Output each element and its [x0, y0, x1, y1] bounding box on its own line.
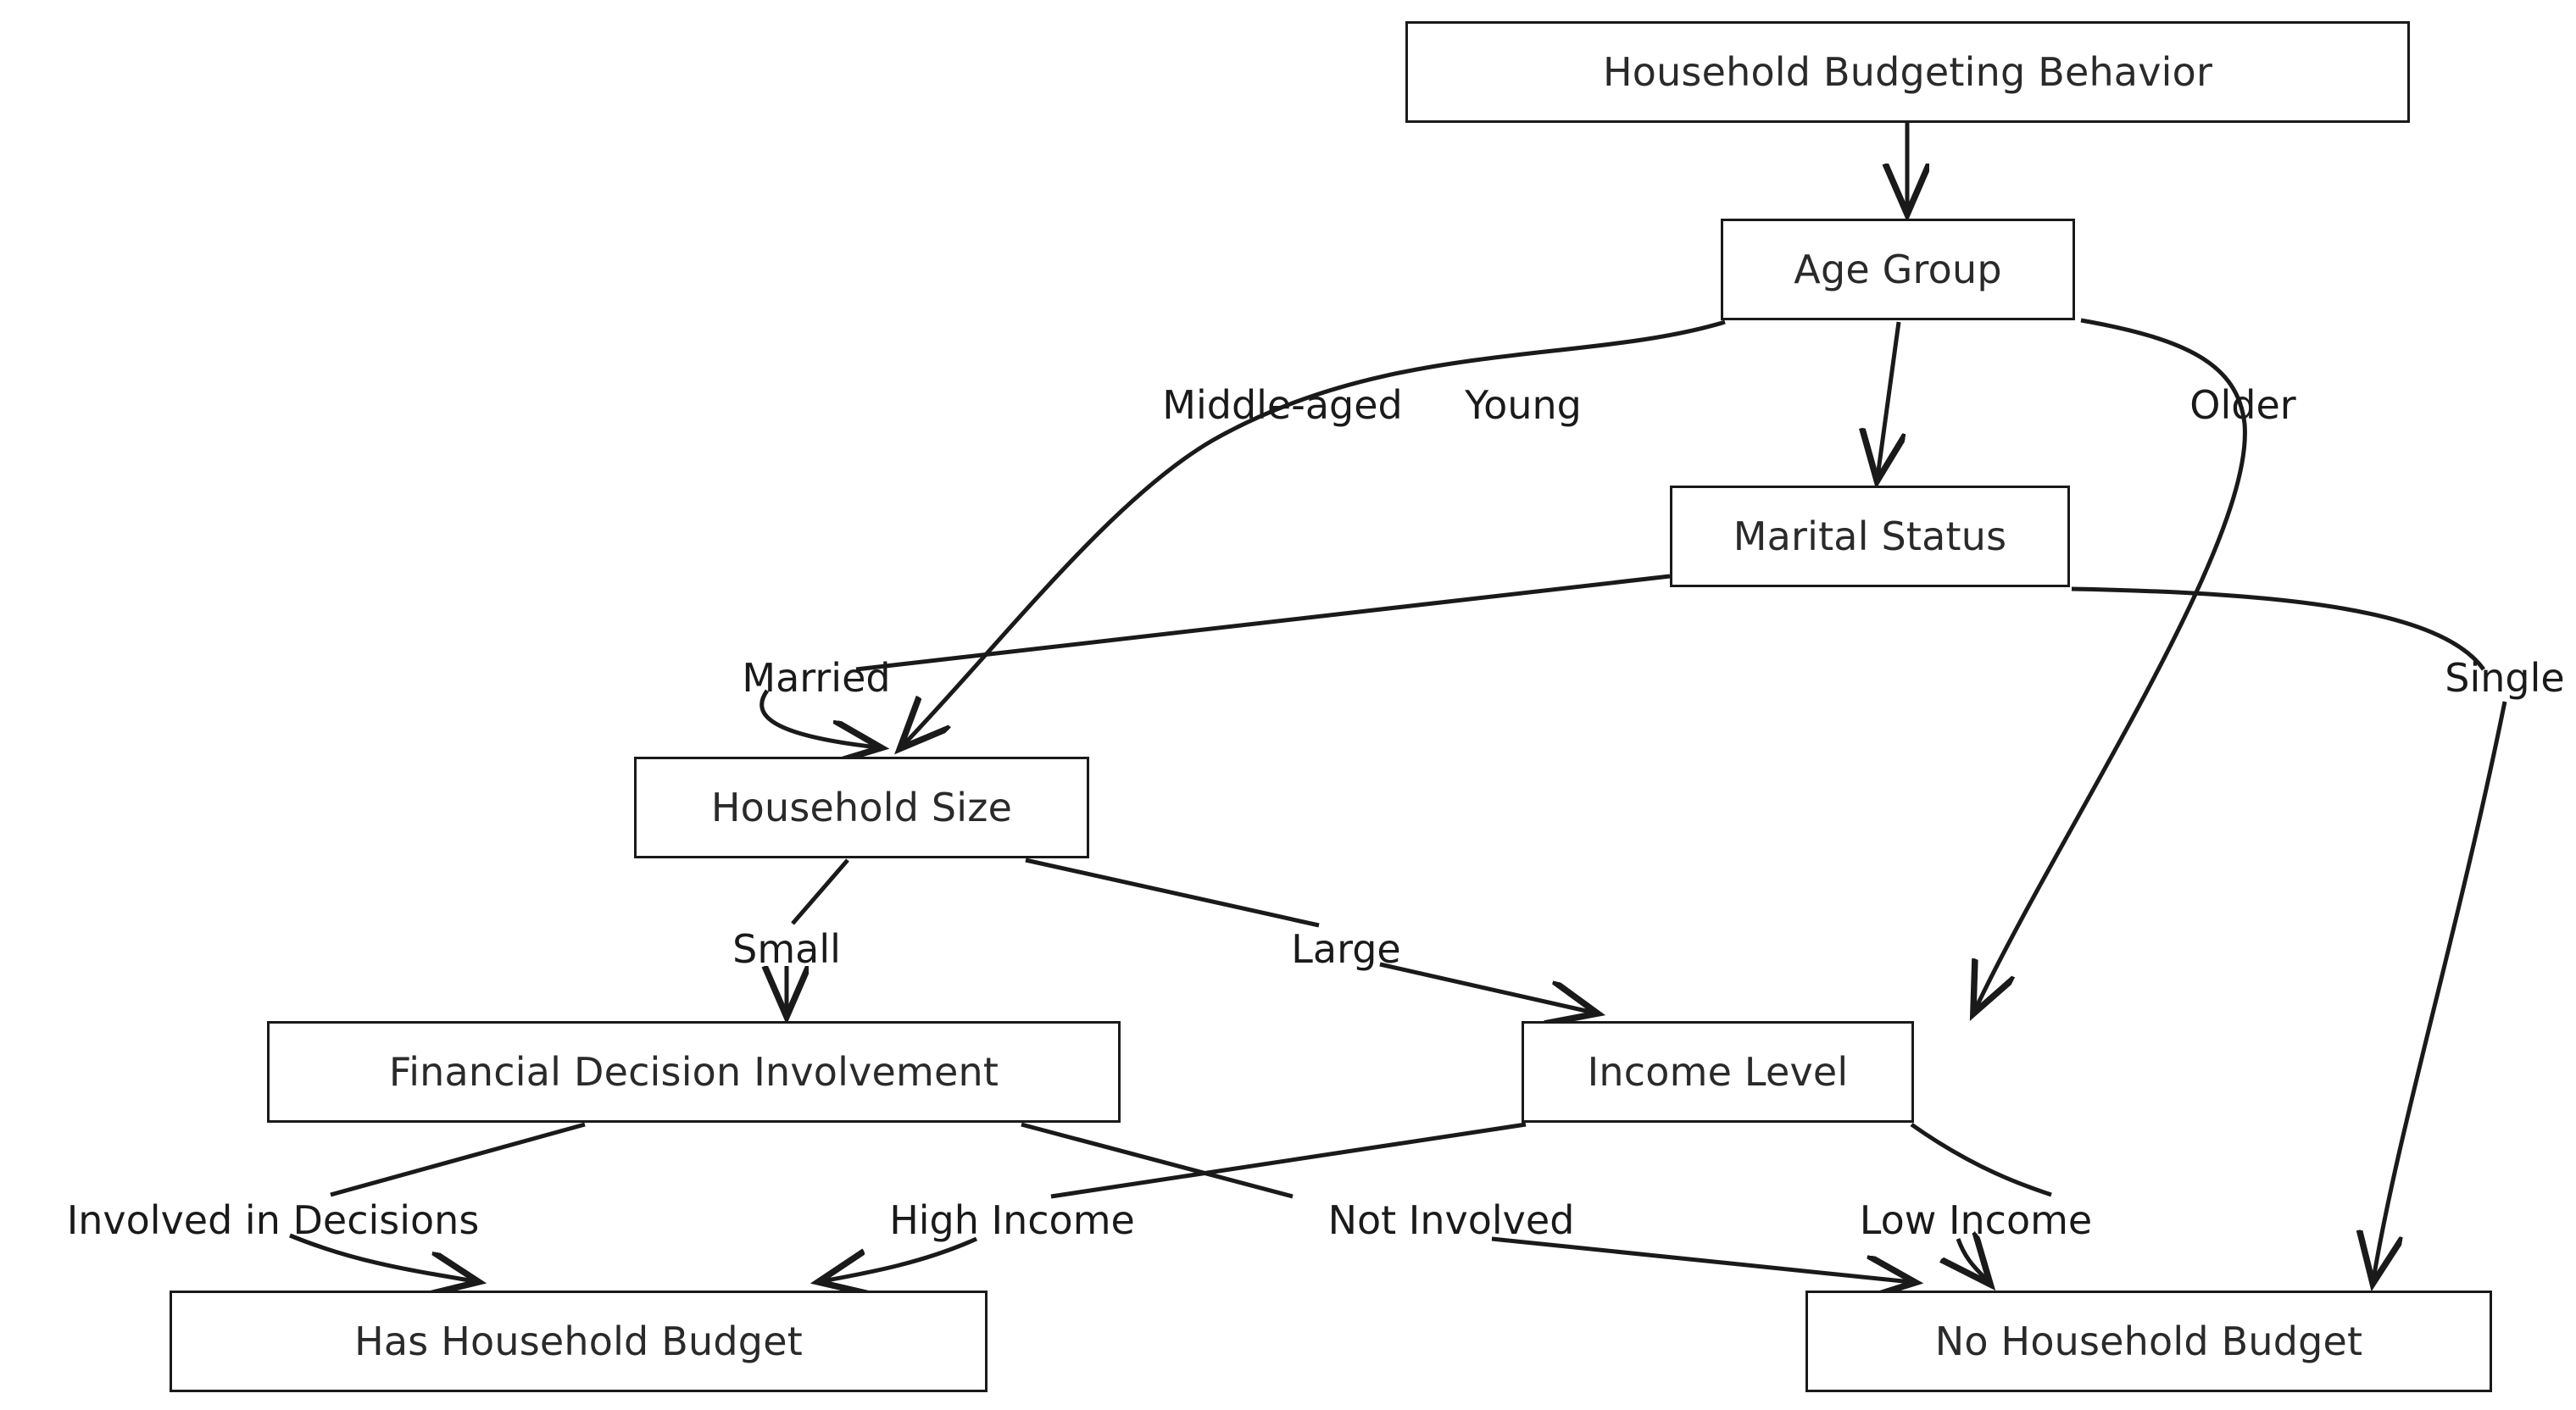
edge-age-to-household-size: [903, 319, 1726, 746]
edge-fdi-to-has-budget: [330, 1122, 586, 1197]
node-label: Income Level: [1587, 1049, 1849, 1095]
node-label: Age Group: [1794, 247, 2002, 292]
edge-label-single: Single: [2445, 655, 2565, 701]
edge-label-involved-in-decisions: Involved in Decisions: [66, 1197, 480, 1243]
node-label: Marital Status: [1733, 513, 2007, 559]
edge-age-to-income: [1975, 318, 2247, 1010]
node-has-household-budget[interactable]: Has Household Budget: [170, 1291, 988, 1392]
edge-income-to-has-budget-arrow: [822, 1236, 978, 1281]
edge-age-to-marital: [1878, 321, 1899, 477]
node-income-level[interactable]: Income Level: [1522, 1021, 1914, 1123]
edge-marital-to-no-budget: [2071, 586, 2486, 671]
edge-label-large: Large: [1291, 926, 1401, 972]
node-household-size[interactable]: Household Size: [634, 757, 1089, 858]
edge-label-high-income: High Income: [889, 1197, 1135, 1243]
edge-household-size-to-income-arrow: [1379, 962, 1594, 1013]
node-household-budgeting-behavior[interactable]: Household Budgeting Behavior: [1405, 21, 2410, 123]
edge-marital-to-no-budget-down: [2373, 701, 2507, 1280]
edge-household-size-to-fdi: [791, 858, 849, 925]
edge-label-not-involved: Not Involved: [1327, 1197, 1575, 1243]
edge-marital-to-household-size: [855, 574, 1671, 672]
node-financial-decision-involvement[interactable]: Financial Decision Involvement: [267, 1021, 1121, 1123]
node-marital-status[interactable]: Marital Status: [1670, 486, 2070, 587]
edge-income-to-has-budget: [1050, 1122, 1527, 1199]
edge-label-older: Older: [2189, 382, 2296, 428]
node-label: No Household Budget: [1934, 1318, 2363, 1364]
edge-income-to-no-budget-arrow: [1958, 1239, 1988, 1281]
edge-fdi-to-no-budget-arrow: [1491, 1236, 1911, 1282]
node-label: Household Size: [710, 785, 1013, 830]
node-label: Financial Decision Involvement: [388, 1049, 999, 1095]
edge-label-low-income: Low Income: [1859, 1197, 2093, 1243]
edge-fdi-to-has-budget-arrow: [289, 1233, 475, 1281]
edge-label-middle-aged: Middle-aged: [1162, 382, 1403, 428]
edge-fdi-to-no-budget: [1021, 1122, 1294, 1199]
edge-household-size-to-income: [1025, 858, 1320, 928]
node-age-group[interactable]: Age Group: [1721, 219, 2075, 320]
node-label: Household Budgeting Behavior: [1602, 49, 2213, 95]
edge-label-young: Young: [1465, 382, 1582, 428]
edge-label-small: Small: [732, 926, 841, 972]
node-label: Has Household Budget: [354, 1318, 803, 1364]
edge-marital-to-household-size-hook: [759, 689, 877, 747]
edge-label-married: Married: [742, 655, 891, 701]
edge-income-to-no-budget: [1910, 1122, 2052, 1197]
node-no-household-budget[interactable]: No Household Budget: [1805, 1291, 2492, 1392]
